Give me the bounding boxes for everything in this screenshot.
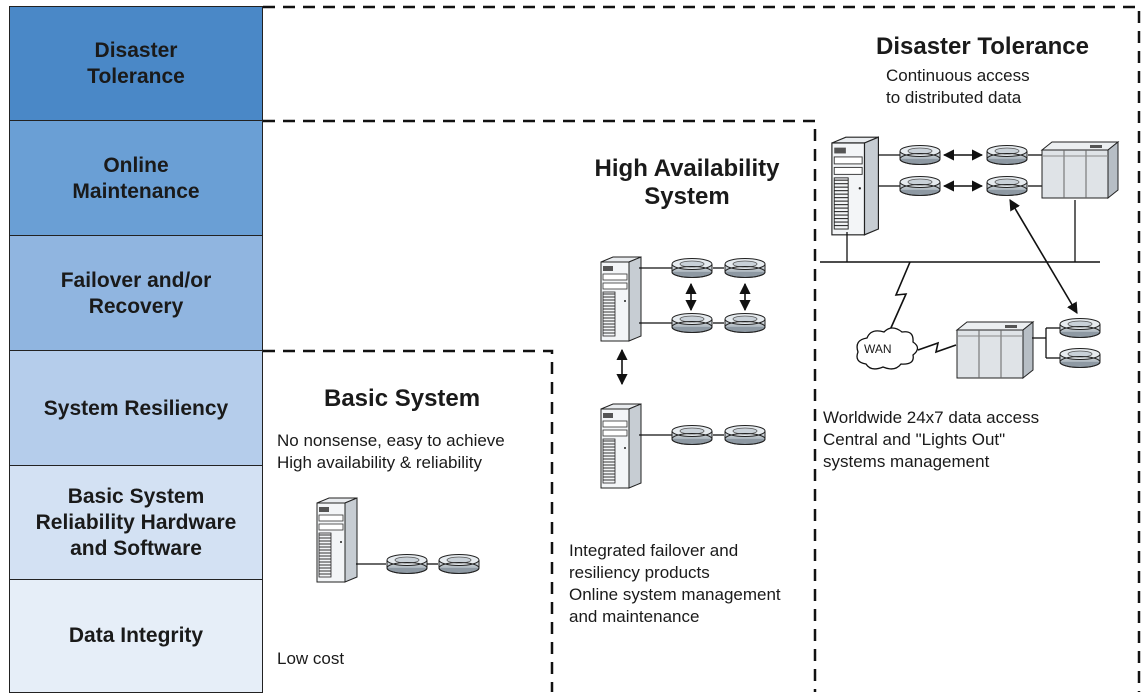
tier-system-resiliency: System Resiliency [9,350,263,466]
tier-online-maintenance: Online Maintenance [9,120,263,236]
disk-icon [724,258,766,278]
tier-disaster-tolerance: Disaster Tolerance [9,6,263,121]
high-availability-hardware [600,256,766,489]
basic-system-description: No nonsense, easy to achieve High availa… [277,431,505,472]
tier-label: Failover and/or Recovery [60,268,212,318]
disaster-tolerance-hardware [820,136,1119,379]
server-icon [316,497,358,583]
disk-icon [986,145,1028,165]
server-icon [831,136,880,236]
disk-icon [1059,348,1101,368]
tier-basic-system-reliability: Basic System Reliability Hardware and So… [9,465,263,580]
server-cabinet-icon [1041,141,1119,199]
disk-icon [724,313,766,333]
high-availability-title: High Availability System [594,155,780,210]
tier-boundaries [263,5,1141,692]
disk-icon [899,145,941,165]
disaster-tolerance-subtitle: Continuous access to distributed data [886,66,1030,107]
disaster-tolerance-title: Disaster Tolerance [876,33,1089,60]
tier-label: Online Maintenance [72,153,200,203]
basic-system-hardware [316,497,480,583]
disk-icon [1059,318,1101,338]
disk-icon [671,425,713,445]
disk-icon [671,258,713,278]
tier-label: Basic System Reliability Hardware and So… [35,485,237,560]
server-icon [600,403,642,489]
basic-system-cost: Low cost [277,649,345,668]
disk-icon [986,176,1028,196]
tier-label: Disaster Tolerance [87,39,185,88]
capability-tier-column: Disaster Tolerance Online Maintenance Fa… [9,0,263,693]
tier-label: Data Integrity [68,624,204,647]
disaster-tolerance-description: Worldwide 24x7 data access Central and "… [823,408,1040,471]
high-availability-description: Integrated failover and resiliency produ… [569,541,781,626]
tier-failover-recovery: Failover and/or Recovery [9,235,263,351]
disk-icon [724,425,766,445]
disk-icon [386,554,428,574]
basic-system-title: Basic System [324,385,481,412]
wan-label: WAN [864,342,892,356]
disk-icon [899,176,941,196]
tier-label: System Resiliency [43,396,229,420]
server-icon [600,256,642,342]
basic-system-boundary [263,349,554,692]
disk-icon [671,313,713,333]
disaster-tolerance-boundary [263,5,1141,692]
wan-cloud-icon [856,327,919,370]
tier-data-integrity: Data Integrity [9,579,263,693]
disk-icon [438,554,480,574]
server-cabinet-icon [956,321,1034,379]
high-availability-boundary [263,119,817,692]
